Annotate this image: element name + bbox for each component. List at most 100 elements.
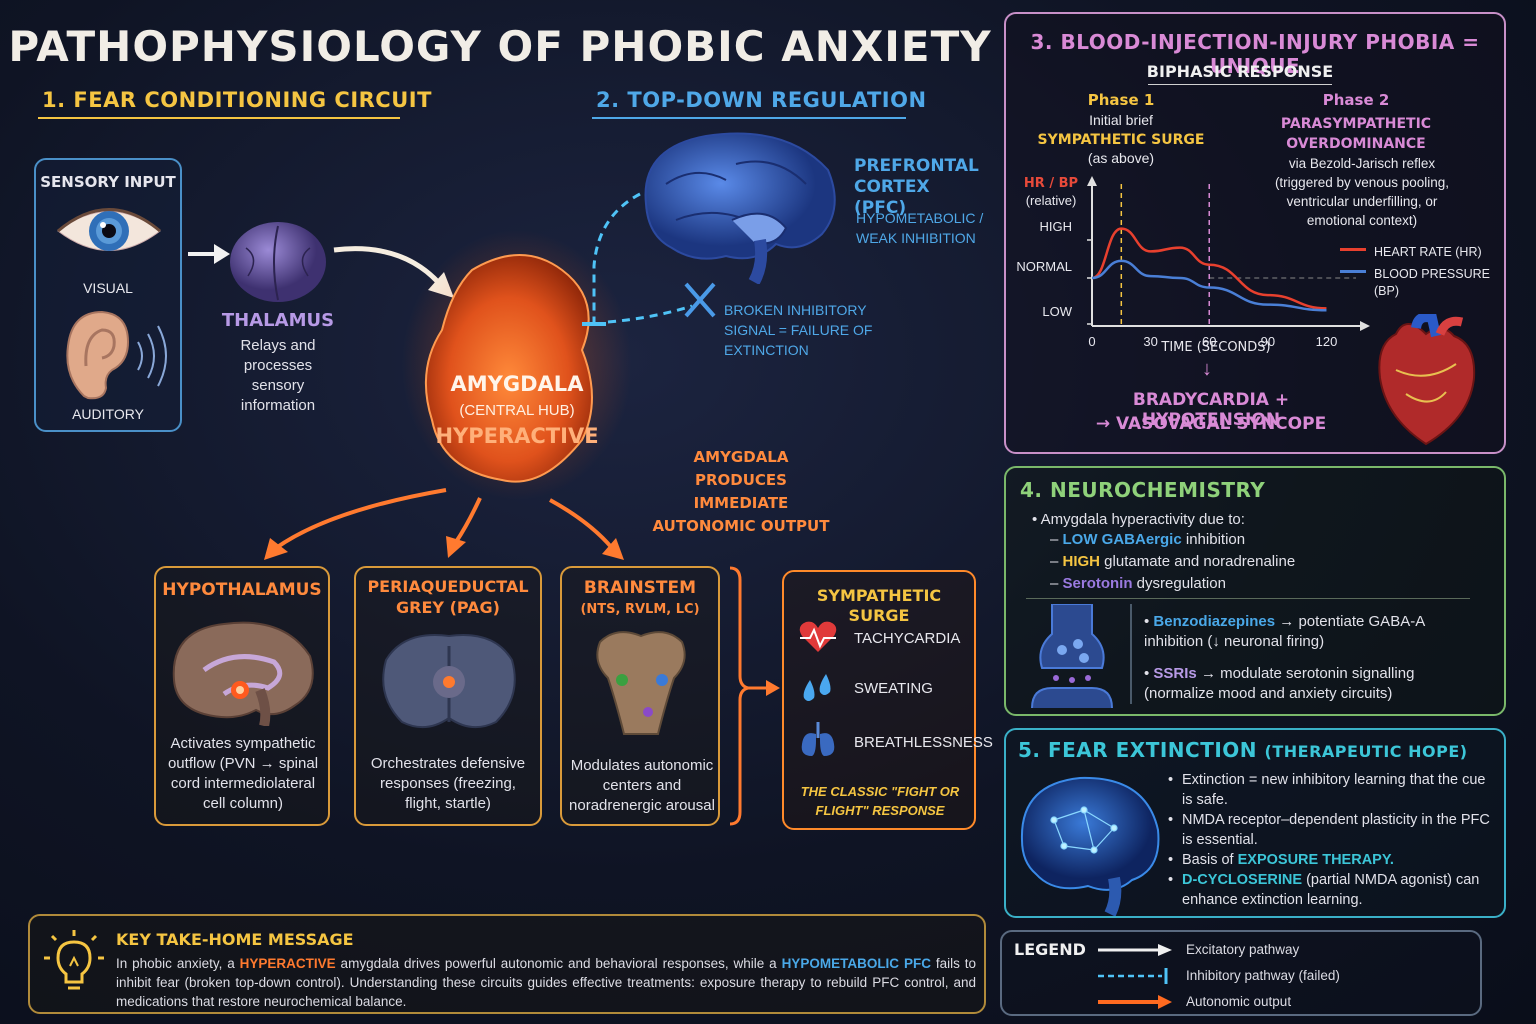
x-tick-label: 30 [1143,334,1157,349]
y-axis-arrowhead [1087,176,1097,186]
legend-autonomic: Autonomic output [1186,994,1292,1009]
bp-series-line [1091,259,1327,312]
y-level-high: HIGH [1039,219,1073,234]
lightbulb-icon [44,930,104,990]
extinction-item-3: Basis of EXPOSURE THERAPY. [1168,850,1498,870]
neuro-vert-divider [1130,604,1132,704]
visual-label: VISUAL [83,280,133,296]
surge-item-breathlessness: BREATHLESSNESS [854,734,993,751]
surge-item-sweating: SWEATING [854,680,933,697]
hypothalamus-box: HYPOTHALAMUS Activates sympathetic outfl… [154,566,330,826]
sympathetic-surge-box: SYMPATHETIC SURGE TACHYCARDIA SWEATING B… [782,570,993,830]
sweat-drops-icon [803,674,831,701]
lungs-icon [801,722,835,756]
pag-midbrain-icon [382,634,516,729]
amygdala-state: HYPERACTIVE [435,424,599,448]
pag-title: PERIAQUEDUCTAL GREY (PAG) [367,577,529,617]
phase1-line3: (as above) [1087,150,1155,166]
phase1-line2: SYMPATHETIC SURGE [1037,132,1205,148]
legend-title: LEGEND [1014,940,1086,959]
section1-heading: 1. FEAR CONDITIONING CIRCUIT [42,88,432,112]
pfc-title: PREFRONTAL CORTEX (PFC) [854,156,979,218]
legend-bp-label: BLOOD PRESSURE (BP) [1374,267,1491,298]
section1-underline [38,117,400,119]
thalamus-desc: Relays and processes sensory information [240,337,316,414]
legend-bp-swatch [1340,270,1366,273]
amygdala-output-arrows [264,488,624,560]
pag-box: PERIAQUEDUCTAL GREY (PAG) Orchestrates d… [354,566,542,826]
extinction-item-4: D-CYCLOSERINE (partial NMDA agonist) can… [1168,870,1498,910]
amygdala-sub: (CENTRAL HUB) [459,402,575,419]
pfc-state: HYPOMETABOLIC / WEAK INHIBITION [856,210,984,246]
takehome-text: In phobic anxiety, a HYPERACTIVE amygdal… [116,956,976,1009]
result-arrow: ↓ [1202,358,1212,380]
fear-extinction-box: 5. FEAR EXTINCTION (THERAPEUTIC HOPE) Ex… [1004,728,1506,918]
amygdala-icon [402,230,632,500]
hypothalamus-brain-icon [172,621,314,726]
eye-icon [57,208,161,251]
extinction-item-1: Extinction = new inhibitory learning tha… [1168,770,1498,810]
neuro-cause-glutamate: – HIGH glutamate and noradrenaline [1050,553,1296,570]
thalamus-title: THALAMUS [221,310,335,331]
legend-swatches [1098,944,1172,1009]
anatomical-heart-icon [1378,314,1476,446]
neuro-divider [1026,598,1470,599]
brainstem-icon [596,631,686,735]
brainstem-desc: Modulates autonomic centers and noradren… [569,757,715,814]
y-axis-sublabel: (relative) [1025,193,1077,208]
heart-rate-icon [799,621,837,652]
brainstem-title: BRAINSTEM [583,578,697,598]
y-level-normal: NORMAL [1016,259,1072,274]
autonomic-output-note: AMYGDALA PRODUCES IMMEDIATE AUTONOMIC OU… [652,448,830,535]
section3-heading: 3. BLOOD-INJECTION-INJURY PHOBIA = UNIQU… [1030,30,1480,78]
sensory-input-title: SENSORY INPUT [40,173,176,191]
legend-box: LEGEND Excitatory pathway Inhibitory pat… [1000,930,1482,1016]
x-tick-label: 90 [1261,334,1275,349]
ear-icon [66,310,167,400]
neuro-cause-serotonin: – Serotonin dysregulation [1050,575,1226,592]
treatment-ssris: • SSRIs → modulate serotonin signalling … [1144,665,1415,702]
surge-item-tachycardia: TACHYCARDIA [854,630,961,647]
surge-bracket-arrow [729,566,780,826]
result-line2: → VASOVAGAL SYNCOPE [1095,414,1327,434]
neurochemistry-box: 4. NEUROCHEMISTRY • Amygdala hyperactivi… [1004,466,1506,716]
phase2-line2: via Bezold-Jarisch reflex (triggered by … [1274,156,1450,228]
treatment-benzodiazepines: • Benzodiazepines → potentiate GABA-A in… [1144,613,1425,650]
x-tick-label: 120 [1316,334,1338,349]
section2-underline [592,117,906,119]
hr-series-line [1091,227,1327,310]
legend-inhibitory: Inhibitory pathway (failed) [1186,968,1340,983]
phase1-title: Phase 1 [1087,91,1155,109]
pfc-brain-icon [644,132,836,284]
inhibitory-pathway-line [582,192,716,326]
y-level-low: LOW [1042,304,1072,319]
section5-heading: 5. FEAR EXTINCTION (THERAPEUTIC HOPE) [1018,738,1468,762]
fight-or-flight-note: THE CLASSIC "FIGHT OR FLIGHT" RESPONSE [800,784,960,818]
thalamus-icon [230,222,326,302]
extinction-brain-icon [1020,776,1160,916]
auditory-label: AUDITORY [72,406,144,422]
biphasic-underline [1148,84,1332,85]
y-axis-label: HR / BP [1023,176,1079,191]
section4-heading: 4. NEUROCHEMISTRY [1020,478,1266,502]
x-axis-arrowhead [1360,321,1370,331]
surge-title: SYMPATHETIC SURGE [816,586,942,625]
legend-excitatory: Excitatory pathway [1186,942,1300,957]
hypothalamus-title: HYPOTHALAMUS [162,580,322,600]
brainstem-sub: (NTS, RVLM, LC) [580,602,700,617]
brainstem-box: BRAINSTEM (NTS, RVLM, LC) Modulates auto… [560,566,720,826]
x-tick-label: 60 [1202,334,1216,349]
section2-heading: 2. TOP-DOWN REGULATION [596,88,927,112]
sensory-input-box: SENSORY INPUT VISUAL AUDITORY [34,158,182,432]
extinction-list: Extinction = new inhibitory learning tha… [1168,770,1498,910]
neuro-cause-gaba: – LOW GABAergic inhibition [1050,531,1246,548]
phase2-line1: PARASYMPATHETIC OVERDOMINANCE [1280,116,1432,152]
neuro-lead: • Amygdala hyperactivity due to: [1032,511,1245,528]
pag-desc: Orchestrates defensive responses (freezi… [370,755,526,812]
legend-hr-label: HEART RATE (HR) [1374,245,1482,259]
broken-inhibitory-signal: BROKEN INHIBITORY SIGNAL = FAILURE OF EX… [724,302,873,358]
result-line1: BRADYCARDIA + HYPOTENSION [1132,390,1290,430]
amygdala-title: AMYGDALA [450,372,584,396]
extinction-item-2: NMDA receptor–dependent plasticity in th… [1168,810,1498,850]
biphasic-title: BIPHASIC RESPONSE [1146,62,1334,81]
